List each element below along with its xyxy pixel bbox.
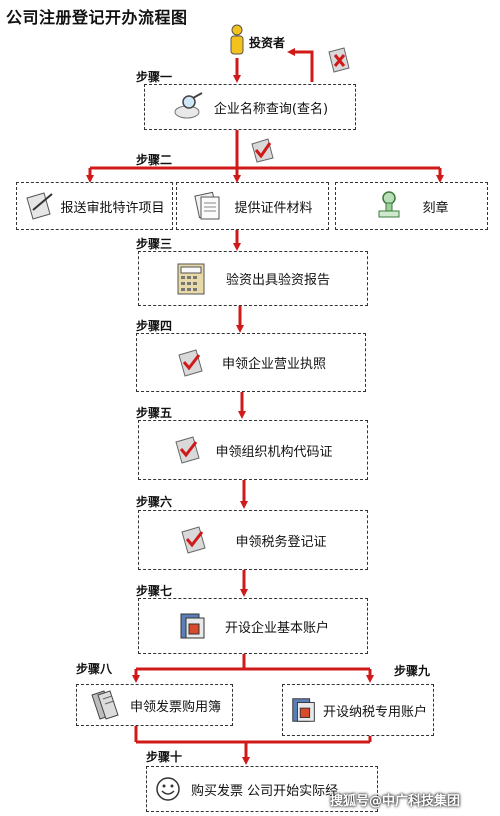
diagram-title: 公司注册登记开办流程图	[6, 8, 188, 27]
step-4-label: 步骤四	[136, 319, 173, 333]
step-3-label: 步骤三	[136, 237, 173, 251]
smiley-icon	[156, 777, 180, 801]
invoice-book-icon	[91, 690, 119, 720]
name-check-label: 企业名称查询(查名)	[213, 101, 329, 117]
step-8-label: 步骤八	[76, 662, 113, 676]
tax-account-label: 开设纳税专用账户	[322, 704, 427, 720]
capital-verify-box: 验资出具验资报告	[138, 251, 368, 306]
bank-book-icon	[180, 613, 205, 639]
business-license-box: 申领企业营业执照	[136, 333, 366, 392]
invoice-book-label: 申领发票购用簿	[129, 699, 221, 715]
start-business-box: 购买发票 公司开始实际经	[146, 766, 378, 812]
special-approval-box: 报送审批特许项目	[16, 182, 173, 230]
check-icon	[251, 138, 274, 163]
tax-reg-box: 申领税务登记证	[138, 510, 368, 570]
org-code-label: 申领组织机构代码证	[215, 444, 333, 460]
stamp-icon	[378, 191, 400, 218]
step-1-label: 步骤一	[136, 70, 173, 84]
investor-person-icon	[230, 24, 244, 55]
capital-verify-label: 验资出具验资报告	[225, 273, 330, 288]
check-document-icon	[175, 436, 201, 464]
start-business-label: 购买发票 公司开始实际经	[191, 783, 339, 799]
business-license-label: 申领企业营业执照	[221, 357, 326, 372]
tax-account-box: 开设纳税专用账户	[282, 684, 434, 736]
calculator-icon	[177, 263, 205, 294]
step-7-label: 步骤七	[136, 584, 173, 598]
watermark: 搜狐号@中广科技集团	[330, 794, 461, 809]
magnifier-icon	[174, 92, 203, 119]
seal-box: 刻章	[335, 182, 488, 230]
check-document-icon	[181, 526, 207, 554]
investor-label: 投资者	[249, 36, 286, 50]
special-approval-label: 报送审批特许项目	[60, 200, 165, 216]
step-2-label: 步骤二	[136, 153, 173, 167]
step-9-label: 步骤九	[394, 664, 431, 678]
bank-account-label: 开设企业基本账户	[224, 620, 329, 636]
step-10-label: 步骤十	[146, 750, 183, 764]
reject-icon	[328, 47, 350, 73]
org-code-box: 申领组织机构代码证	[138, 420, 368, 480]
bank-account-box: 开设企业基本账户	[138, 598, 368, 654]
step-5-label: 步骤五	[136, 406, 173, 420]
step-6-label: 步骤六	[136, 495, 173, 509]
invoice-book-box: 申领发票购用簿	[76, 684, 233, 726]
name-check-box: 企业名称查询(查名)	[144, 84, 356, 130]
documents-icon	[194, 191, 220, 220]
bank-book-icon	[292, 698, 315, 722]
tax-reg-label: 申领税务登记证	[235, 534, 327, 550]
documents-label: 提供证件材料	[234, 200, 313, 216]
check-document-icon	[178, 348, 203, 377]
document-pen-icon	[26, 192, 54, 220]
documents-box: 提供证件材料	[176, 182, 329, 230]
seal-label: 刻章	[422, 200, 449, 216]
